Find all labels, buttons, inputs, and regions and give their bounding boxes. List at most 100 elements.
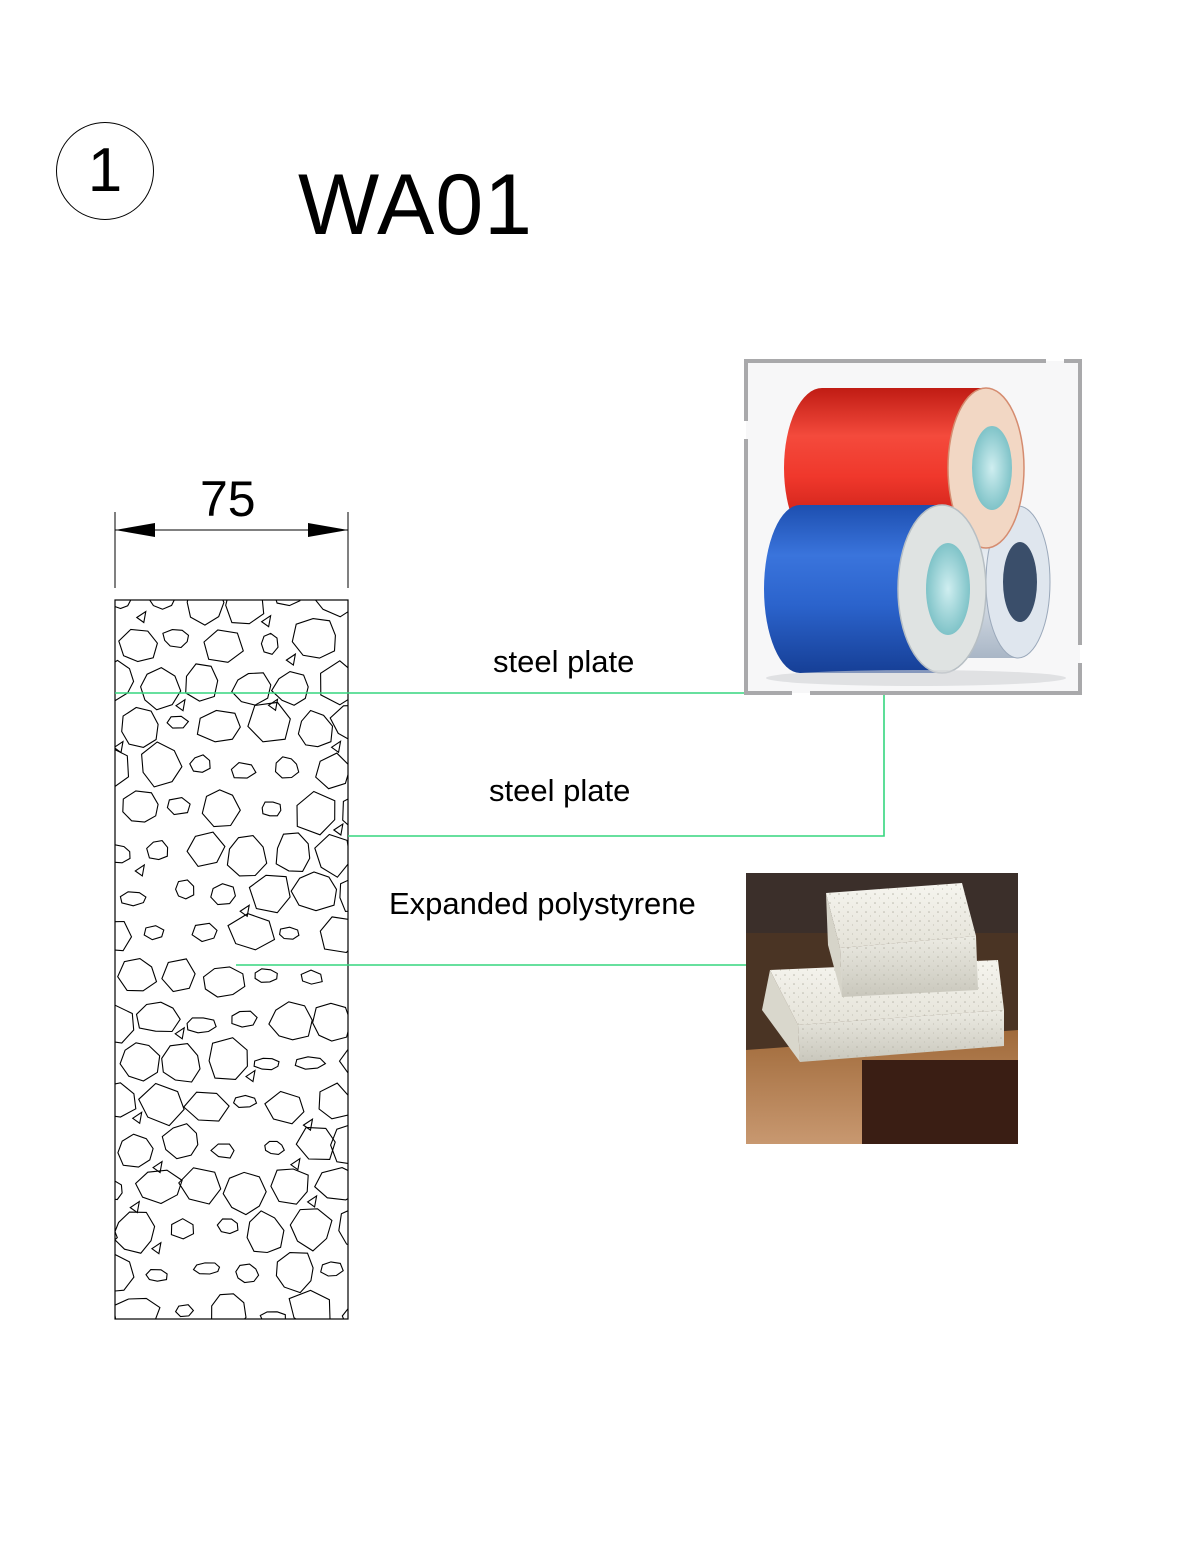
eps-hatch-cell: [339, 879, 348, 912]
eps-hatch-cell: [216, 1218, 239, 1235]
eps-hatch-chip: [135, 610, 147, 624]
sheet-number-badge: 1: [56, 122, 154, 220]
eps-hatch-cell: [178, 1167, 222, 1205]
eps-hatch-cell: [259, 1311, 286, 1319]
eps-hatch-cell: [87, 553, 108, 572]
eps-hatch-cell: [248, 874, 291, 914]
eps-hatch-cell: [162, 629, 190, 649]
eps-hatch-chip: [394, 1195, 403, 1206]
eps-hatch-cell: [115, 1297, 161, 1319]
eps-hatch-chip: [330, 740, 342, 754]
eps-hatch-cell: [356, 671, 400, 700]
eps-hatch-chip: [267, 698, 279, 712]
eps-hatch-cell: [349, 974, 369, 988]
eps-hatch-chip: [91, 1363, 100, 1374]
eps-hatch-cell: [135, 1001, 181, 1033]
eps-hatch-chip: [371, 1155, 380, 1166]
eps-hatch-cell: [145, 1269, 168, 1282]
eps-hatch-cell: [175, 879, 195, 900]
eps-hatch-cell: [138, 1082, 185, 1127]
eps-hatch-cell: [261, 801, 282, 817]
eps-hatch-cell: [309, 1336, 354, 1375]
eps-hatch-chip: [128, 1371, 137, 1382]
eps-hatch-cell: [149, 600, 175, 610]
dimension-line: [114, 512, 349, 588]
eps-hatch-cell: [196, 709, 241, 743]
eps-hatch-chip: [370, 733, 379, 744]
eps-hatch-cell: [354, 1165, 399, 1203]
eps-hatch-cell: [134, 1169, 183, 1205]
eps-hatch-cell: [314, 600, 348, 618]
eps-hatch-cell: [140, 666, 182, 711]
eps-hatch-cell: [115, 1211, 156, 1254]
eps-hatch-cell: [117, 958, 158, 992]
eps-hatch-cell: [201, 789, 241, 828]
eps-hatch-chip: [152, 1160, 163, 1174]
eps-hatch-cell: [365, 1098, 388, 1114]
eps-hatch-cell: [122, 790, 159, 823]
eps-hatch-cell: [161, 1043, 201, 1083]
drawing-title: WA01: [298, 157, 533, 253]
eps-hatch-cell: [161, 958, 196, 993]
eps-hatch-cell: [369, 1267, 387, 1281]
eps-hatch-cell: [393, 1225, 418, 1241]
eps-hatch-cell: [275, 600, 301, 607]
eps-hatch-cell: [161, 1123, 199, 1160]
eps-hatch-chip: [290, 1329, 299, 1340]
eps-hatch-cell: [330, 1125, 348, 1164]
eps-hatch-cell: [115, 600, 132, 610]
eps-hatch-cell: [146, 840, 169, 861]
eps-hatch-cell: [390, 631, 408, 644]
eps-hatch-cell: [214, 554, 236, 567]
eps-hatch-cell: [50, 1251, 93, 1287]
eps-hatch-cell: [384, 797, 426, 831]
eps-hatch-cell: [312, 1002, 348, 1042]
eps-hatch-cell: [119, 891, 147, 907]
eps-hatch-cell: [320, 660, 348, 706]
eps-hatch-cell: [59, 764, 86, 780]
eps-hatch-chip: [423, 824, 432, 835]
eps-hatch-cell: [121, 706, 159, 748]
eps-hatch-cell: [62, 1093, 81, 1106]
eps-hatch-cell: [270, 671, 309, 706]
eps-hatch-cell: [102, 1353, 121, 1369]
eps-hatch-cell: [359, 1337, 396, 1366]
eps-hatch-cell: [232, 1094, 258, 1108]
eps-hatch-chip: [89, 1198, 98, 1209]
eps-hatch-chip: [174, 1026, 185, 1040]
dimension-value: 75: [200, 471, 256, 527]
eps-hatch-cell: [227, 912, 276, 951]
eps-hatch-cell: [373, 963, 419, 1001]
eps-hatch-cell: [275, 1252, 314, 1294]
eps-hatch-chip: [302, 1117, 314, 1132]
eps-hatch-cell: [183, 1091, 230, 1122]
eps-hatch-chip: [150, 1241, 162, 1255]
eps-hatch-cell: [295, 1126, 336, 1160]
eps-hatch-cell: [254, 968, 278, 983]
eps-hatch-chip: [289, 1157, 301, 1171]
eps-hatch-cell: [191, 922, 218, 943]
callout-label-steel-plate-outer: steel plate: [493, 644, 635, 679]
eps-hatch-cell: [226, 835, 268, 877]
eps-hatch-cell: [225, 600, 265, 625]
dimension-arrow-right: [308, 523, 348, 537]
insulation-panel-section: [50, 540, 432, 1382]
eps-hatch-cell: [194, 1351, 218, 1363]
eps-hatch-cell: [384, 1296, 426, 1336]
eps-hatch-cell: [329, 705, 348, 740]
eps-hatch-chip: [239, 904, 250, 918]
eps-hatch-cell: [388, 720, 407, 735]
eps-hatch-chip: [419, 1076, 428, 1087]
eps-hatch-cell: [274, 756, 300, 779]
eps-hatch-cell: [69, 787, 105, 830]
eps-hatch-cell: [203, 629, 244, 663]
eps-hatch-cell: [210, 883, 236, 906]
eps-hatch-cell: [211, 1293, 247, 1319]
eps-hatch-cell: [288, 1289, 331, 1319]
eps-hatch-cell: [166, 715, 190, 729]
eps-hatch-cell: [185, 663, 219, 702]
eps-hatch-cell: [118, 628, 159, 663]
eps-hatch-cell: [279, 926, 300, 940]
eps-hatch-cell: [235, 1263, 260, 1284]
eps-hatch-cell: [250, 540, 294, 577]
